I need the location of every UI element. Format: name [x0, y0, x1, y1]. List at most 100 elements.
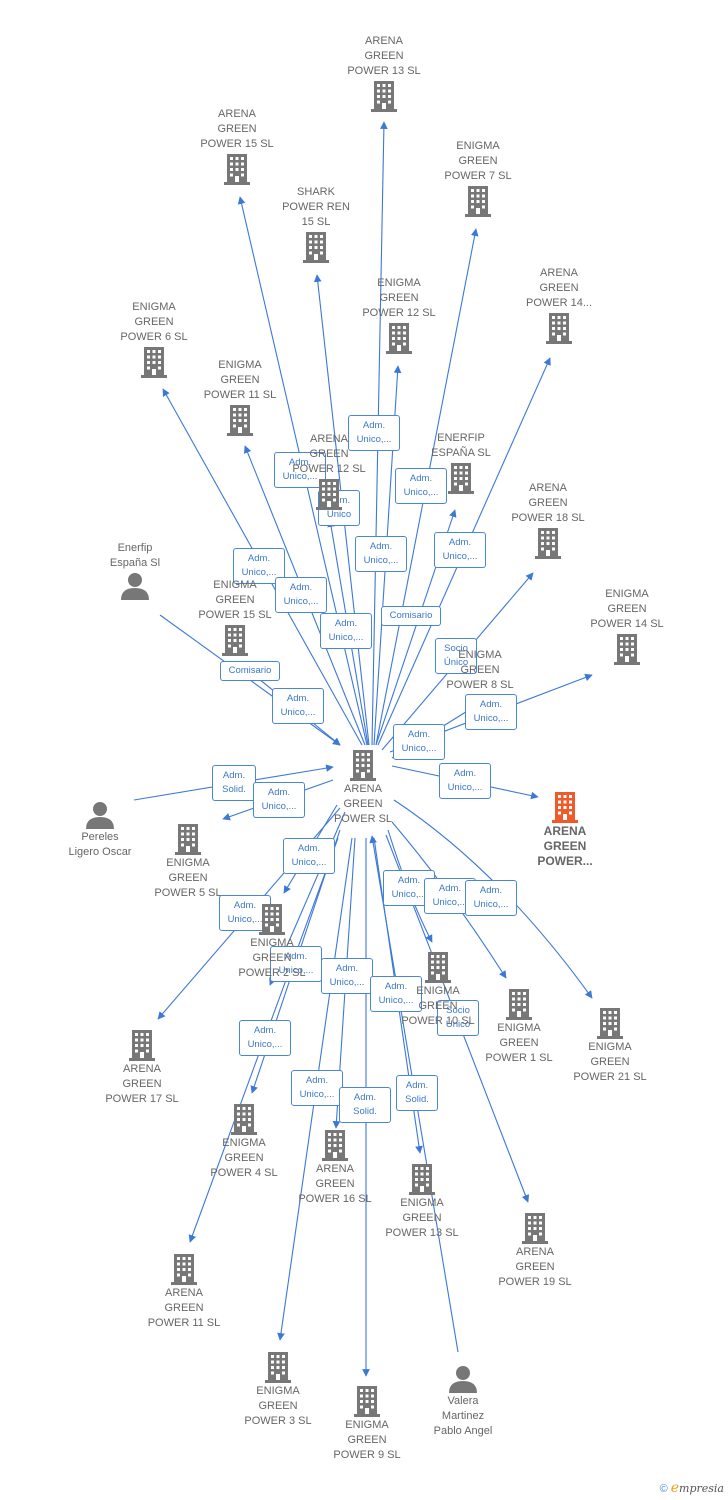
building-icon: [227, 405, 253, 436]
relation-tag: Adm. Unico,...: [395, 468, 447, 504]
building-icon: [350, 750, 376, 781]
node-label: ENIGMA GREEN POWER 1 SL: [485, 1022, 553, 1064]
person-node[interactable]: Valera Martinez Pablo Angel: [413, 1364, 513, 1439]
building-icon: [265, 1352, 291, 1383]
node-label: ENIGMA GREEN POWER 5 SL: [154, 857, 222, 899]
building-icon: [303, 232, 329, 263]
relation-tag: Adm. Unico,...: [239, 1020, 291, 1056]
company-node[interactable]: ENIGMA GREEN POWER 10 SL: [388, 950, 488, 1029]
company-node[interactable]: ENIGMA GREEN POWER 5 SL: [138, 822, 238, 901]
company-node-center[interactable]: ARENA GREEN POWER SL: [313, 748, 413, 827]
node-label: ARENA GREEN POWER...: [537, 824, 593, 868]
relation-tag: Socio Único: [437, 1000, 479, 1036]
node-label: ARENA GREEN POWER 18 SL: [511, 482, 585, 524]
node-label: Valera Martinez Pablo Angel: [433, 1395, 493, 1437]
company-node[interactable]: ARENA GREEN POWER 11 SL: [134, 1252, 234, 1331]
node-label: ENIGMA GREEN POWER 2 SL: [238, 937, 306, 979]
company-node[interactable]: ARENA GREEN POWER 16 SL: [285, 1128, 385, 1207]
person-node[interactable]: Enerfip España Sl: [85, 541, 185, 601]
building-icon: [175, 824, 201, 855]
company-node[interactable]: ENIGMA GREEN POWER 8 SL: [430, 648, 530, 693]
brand-logo[interactable]: empresia: [670, 1480, 724, 1496]
company-node[interactable]: ENIGMA GREEN POWER 12 SL: [349, 276, 449, 355]
relation-tag: Adm. Unico,...: [465, 880, 517, 916]
node-label: ENIGMA GREEN POWER 21 SL: [573, 1041, 647, 1083]
person-icon: [86, 802, 114, 829]
relation-tag: Adm. Unico,...: [439, 763, 491, 799]
node-label: ARENA GREEN POWER 15 SL: [200, 108, 274, 150]
relation-tag: Adm. Unico,...: [320, 613, 372, 649]
node-label: ARENA GREEN POWER 17 SL: [105, 1063, 179, 1105]
relation-tag: Adm. Unico,...: [355, 536, 407, 572]
relation-tag: Comisario: [220, 661, 280, 681]
node-label: ENIGMA GREEN POWER 8 SL: [446, 649, 514, 691]
company-node[interactable]: ENIGMA GREEN POWER 7 SL: [428, 139, 528, 218]
building-icon: [546, 313, 572, 344]
node-label: ENIGMA GREEN POWER 6 SL: [120, 301, 188, 343]
node-label: ENIGMA GREEN POWER 10 SL: [401, 985, 475, 1027]
company-node[interactable]: ENIGMA GREEN POWER 2 SL: [222, 902, 322, 981]
node-label: ARENA GREEN POWER 16 SL: [298, 1163, 372, 1205]
company-node[interactable]: ENIGMA GREEN POWER 4 SL: [194, 1102, 294, 1181]
relation-tag: Adm. Unico,...: [253, 782, 305, 818]
relation-tag: Adm. Solid.: [339, 1087, 391, 1123]
company-node[interactable]: ENIGMA GREEN POWER 9 SL: [317, 1384, 417, 1463]
relation-tag: Adm. Unico,...: [275, 577, 327, 613]
building-icon: [614, 634, 640, 665]
building-icon: [259, 904, 285, 935]
node-label: ENIGMA GREEN POWER 12 SL: [362, 277, 436, 319]
company-node[interactable]: ARENA GREEN POWER 13 SL: [334, 34, 434, 113]
copyright-symbol: ©: [659, 1483, 668, 1495]
company-node[interactable]: ENIGMA GREEN POWER 15 SL: [185, 578, 285, 657]
company-node[interactable]: ENIGMA GREEN POWER 11 SL: [190, 358, 290, 437]
company-node[interactable]: ENIGMA GREEN POWER 1 SL: [469, 987, 569, 1066]
relation-tag: Adm. Unico,...: [274, 452, 326, 488]
relation-tag: Adm. Unico,...: [465, 694, 517, 730]
company-node[interactable]: ENIGMA GREEN POWER 21 SL: [560, 1006, 660, 1085]
relation-tag: Comisario: [381, 606, 441, 626]
company-node[interactable]: ENIGMA GREEN POWER 13 SL: [372, 1162, 472, 1241]
building-icon: [141, 347, 167, 378]
node-label: ENIGMA GREEN POWER 11 SL: [203, 359, 277, 401]
building-icon: [506, 989, 532, 1020]
relation-tag: Adm. Unico,...: [321, 958, 373, 994]
building-icon: [386, 323, 412, 354]
building-icon: [316, 479, 342, 510]
company-node[interactable]: ARENA GREEN POWER 15 SL: [187, 107, 287, 186]
relation-tag: Adm. Unico,...: [291, 1070, 343, 1106]
company-node[interactable]: ENIGMA GREEN POWER 14 SL: [577, 587, 677, 666]
relation-tag: Adm. Unico,...: [283, 838, 335, 874]
node-label: ENIGMA GREEN POWER 3 SL: [244, 1385, 312, 1427]
node-label: ARENA GREEN POWER 19 SL: [498, 1246, 572, 1288]
node-label: ENIGMA GREEN POWER 4 SL: [210, 1137, 278, 1179]
building-icon: [597, 1008, 623, 1039]
building-icon: [425, 952, 451, 983]
company-node[interactable]: ARENA GREEN POWER 12 SL: [279, 432, 379, 511]
relation-tag: Adm. Unico,...: [270, 946, 322, 982]
company-node[interactable]: ARENA GREEN POWER 14...: [509, 266, 609, 345]
company-node[interactable]: ARENA GREEN POWER 19 SL: [485, 1211, 585, 1290]
company-node[interactable]: ARENA GREEN POWER 18 SL: [498, 481, 598, 560]
company-node[interactable]: ENIGMA GREEN POWER 6 SL: [104, 300, 204, 379]
company-node[interactable]: ENIGMA GREEN POWER 3 SL: [228, 1350, 328, 1429]
company-node-highlighted[interactable]: ARENA GREEN POWER...: [515, 790, 615, 869]
node-label: SHARK POWER REN 15 SL: [282, 186, 350, 228]
node-label: ARENA GREEN POWER SL: [333, 783, 393, 825]
company-node[interactable]: ENERFIP ESPAÑA SL: [411, 431, 511, 495]
node-label: ENIGMA GREEN POWER 14 SL: [590, 588, 664, 630]
building-icon: [222, 625, 248, 656]
building-icon: [448, 463, 474, 494]
company-node[interactable]: ARENA GREEN POWER 17 SL: [92, 1028, 192, 1107]
node-label: ENIGMA GREEN POWER 15 SL: [198, 579, 272, 621]
relation-tag: Adm. Unico,...: [393, 724, 445, 760]
relation-tag: Adm. Unico,...: [434, 532, 486, 568]
building-icon: [409, 1164, 435, 1195]
node-label: ARENA GREEN POWER 11 SL: [147, 1287, 221, 1329]
relation-tag: Adm. Unico,...: [272, 688, 324, 724]
person-icon: [121, 573, 149, 600]
node-label: ENIGMA GREEN POWER 13 SL: [385, 1197, 459, 1239]
building-icon: [465, 186, 491, 217]
person-node[interactable]: Pereles Ligero Oscar: [50, 800, 150, 860]
company-node[interactable]: SHARK POWER REN 15 SL: [266, 185, 366, 264]
building-icon: [354, 1386, 380, 1417]
